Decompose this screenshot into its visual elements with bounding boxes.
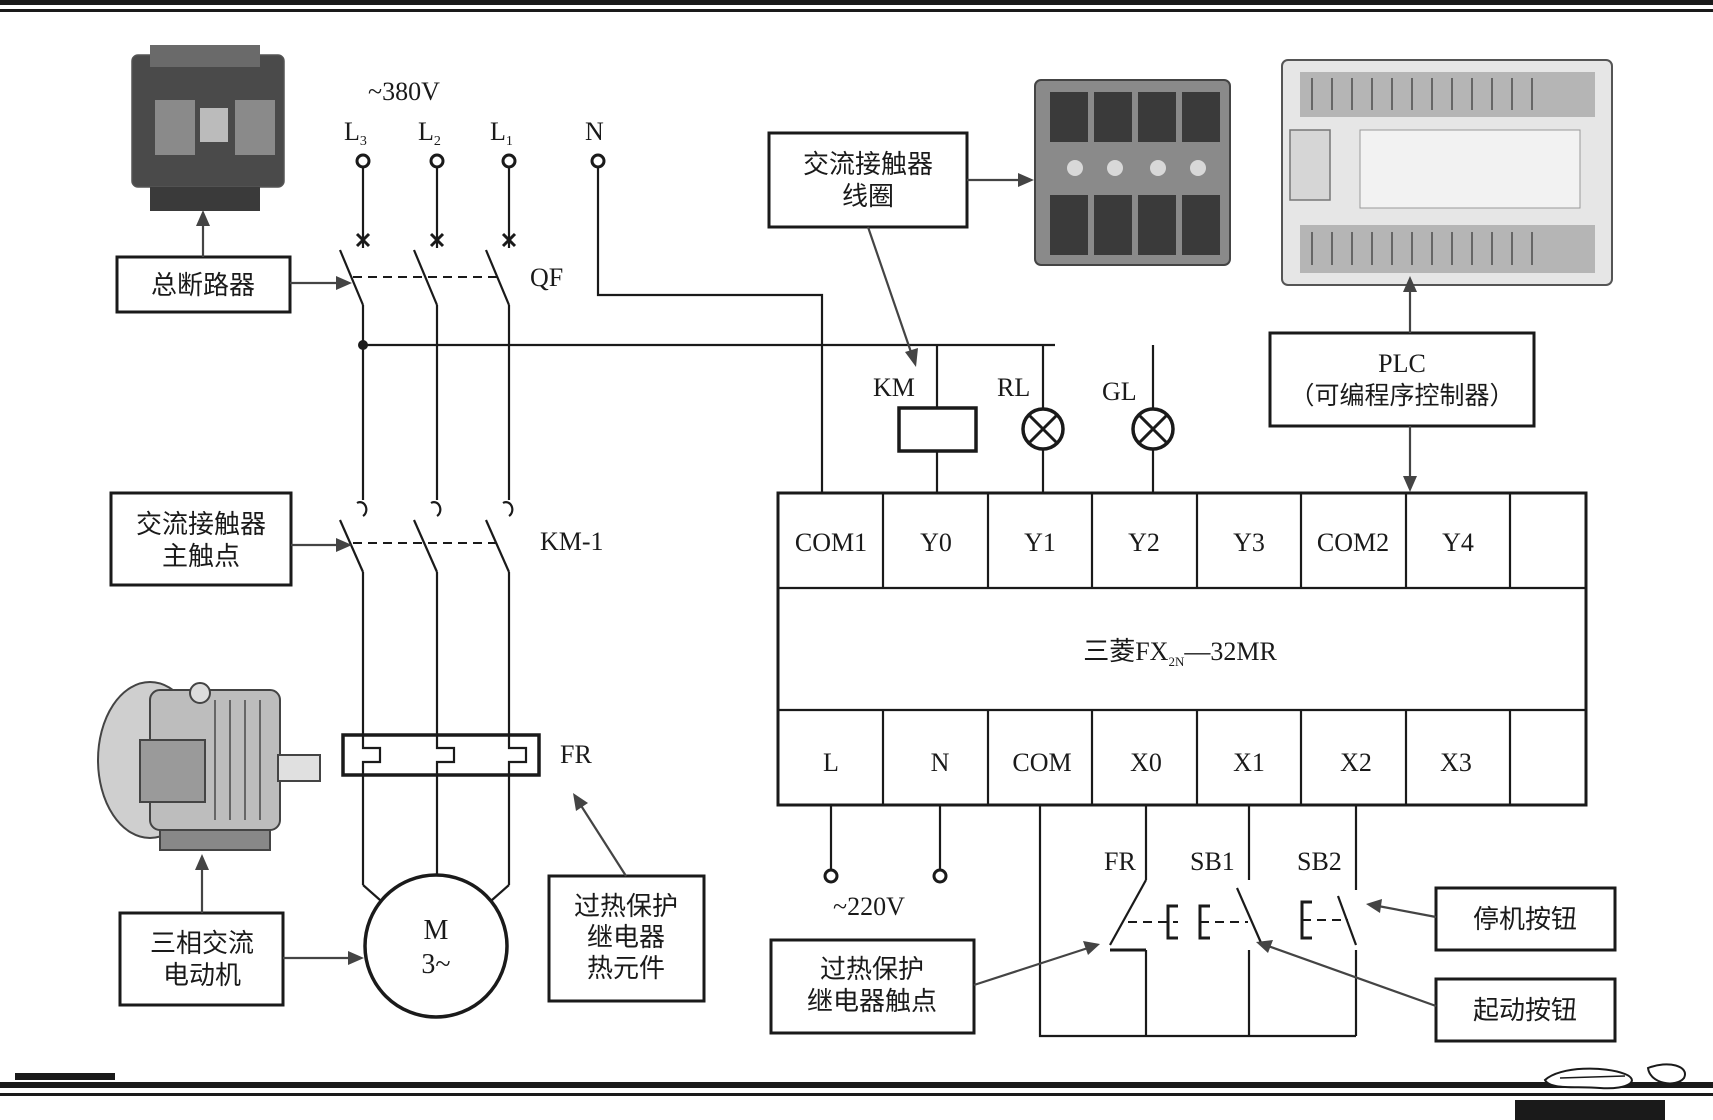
plc-photo (1281, 59, 1613, 286)
phase-l1-label: L1 (490, 117, 513, 149)
svg-text:交流接触器: 交流接触器 (803, 150, 933, 180)
fr-label: FR (560, 740, 592, 769)
motor-label: M (424, 915, 449, 946)
svg-text:热元件: 热元件 (587, 954, 665, 984)
plc-output-row: COM1 Y0 Y1 Y2 Y3 COM2 Y4 (795, 493, 1512, 588)
circuit-breaker-qf: QF (338, 167, 563, 306)
terminal-x0: X0 (1130, 748, 1162, 777)
terminal-com2: COM2 (1317, 528, 1389, 557)
terminal-x3: X3 (1440, 748, 1472, 777)
km1-label: KM-1 (540, 527, 604, 556)
neutral-label: N (585, 117, 604, 146)
callout-breaker: 总断路器 (115, 210, 352, 314)
gl-label: GL (1102, 377, 1137, 406)
svg-text:停机按钮: 停机按钮 (1473, 905, 1577, 935)
terminal-y4: Y4 (1442, 528, 1474, 557)
page-ornament (1543, 1063, 1686, 1090)
breaker-photo (131, 45, 285, 211)
callout-plc: PLC （可编程序控制器） (1268, 276, 1536, 492)
sb1-label: SB1 (1190, 847, 1235, 876)
plc-model: 三菱FX2N—32MR (1083, 637, 1277, 669)
callout-thermal-contact: 过热保护 继电器触点 (769, 938, 1100, 1035)
svg-text:起动按钮: 起动按钮 (1473, 996, 1577, 1026)
svg-text:三相交流: 三相交流 (150, 929, 254, 959)
terminal-y0: Y0 (920, 528, 952, 557)
svg-text:继电器触点: 继电器触点 (807, 987, 937, 1017)
km-coil (897, 406, 978, 453)
input-switch-circuit: FR SB1 SB2 (1038, 805, 1358, 1038)
terminal-y3: Y3 (1233, 528, 1265, 557)
svg-text:PLC: PLC (1378, 349, 1426, 378)
callout-main-contacts: 交流接触器 主触点 (109, 491, 352, 587)
terminal-n (590, 153, 606, 169)
svg-text:过热保护: 过热保护 (574, 892, 678, 922)
terminal-com1: COM1 (795, 528, 867, 557)
v220-label: ~220V (833, 892, 905, 921)
svg-text:线圈: 线圈 (842, 182, 894, 212)
callout-stop-button: 停机按钮 (1366, 886, 1617, 952)
motor-photo (97, 681, 321, 851)
thermal-relay-fr: FR (341, 572, 592, 885)
terminal-com: COM (1012, 748, 1071, 777)
output-loads: KM RL GL (873, 345, 1175, 493)
plc-input-row: L N COM X0 X1 X2 X3 (823, 710, 1512, 805)
callout-thermal-element: 过热保护 继电器 热元件 (547, 793, 706, 1003)
svg-text:（可编程序控制器）: （可编程序控制器） (1289, 381, 1514, 410)
svg-text:总断路器: 总断路器 (151, 271, 255, 301)
svg-text:电动机: 电动机 (163, 961, 241, 991)
svg-text:继电器: 继电器 (587, 923, 665, 953)
terminal-x2: X2 (1340, 748, 1372, 777)
terminal-l2 (429, 153, 445, 169)
terminal-y2: Y2 (1128, 528, 1160, 557)
phase-l3-label: L3 (344, 117, 367, 149)
motor-type-label: 3~ (421, 949, 450, 980)
terminal-x1: X1 (1233, 748, 1265, 777)
main-contacts-km1: KM-1 (338, 501, 604, 573)
qf-label: QF (530, 263, 563, 292)
callout-start-button: 起动按钮 (1256, 940, 1617, 1043)
lamp-gl (1131, 407, 1175, 451)
callout-coil: 交流接触器 线圈 (767, 131, 1034, 367)
terminal-n-input: N (931, 748, 950, 777)
svg-text:交流接触器: 交流接触器 (136, 510, 266, 540)
fr-contact-label: FR (1104, 847, 1136, 876)
motor-symbol: M 3~ (362, 873, 510, 1019)
svg-text:主触点: 主触点 (162, 542, 240, 572)
svg-text:过热保护: 过热保护 (820, 955, 924, 985)
callout-motor: 三相交流 电动机 (118, 854, 364, 1007)
lamp-rl (1021, 407, 1065, 451)
phase-l2-label: L2 (418, 117, 441, 149)
terminal-l: L (823, 748, 839, 777)
contactor-photo (1034, 79, 1231, 266)
rl-label: RL (997, 373, 1030, 402)
supply-voltage-label: ~380V (368, 77, 440, 106)
plc-block: COM1 Y0 Y1 Y2 Y3 COM2 Y4 三菱FX2N—32MR L N… (776, 491, 1588, 807)
ac220-supply: ~220V (823, 805, 948, 921)
terminal-l3 (355, 153, 371, 169)
km-coil-label: KM (873, 373, 915, 402)
power-wiring (358, 167, 1055, 500)
power-supply: ~380V L3 L2 L1 N (344, 77, 606, 169)
sb2-label: SB2 (1297, 847, 1342, 876)
terminal-l1 (501, 153, 517, 169)
terminal-y1: Y1 (1024, 528, 1056, 557)
